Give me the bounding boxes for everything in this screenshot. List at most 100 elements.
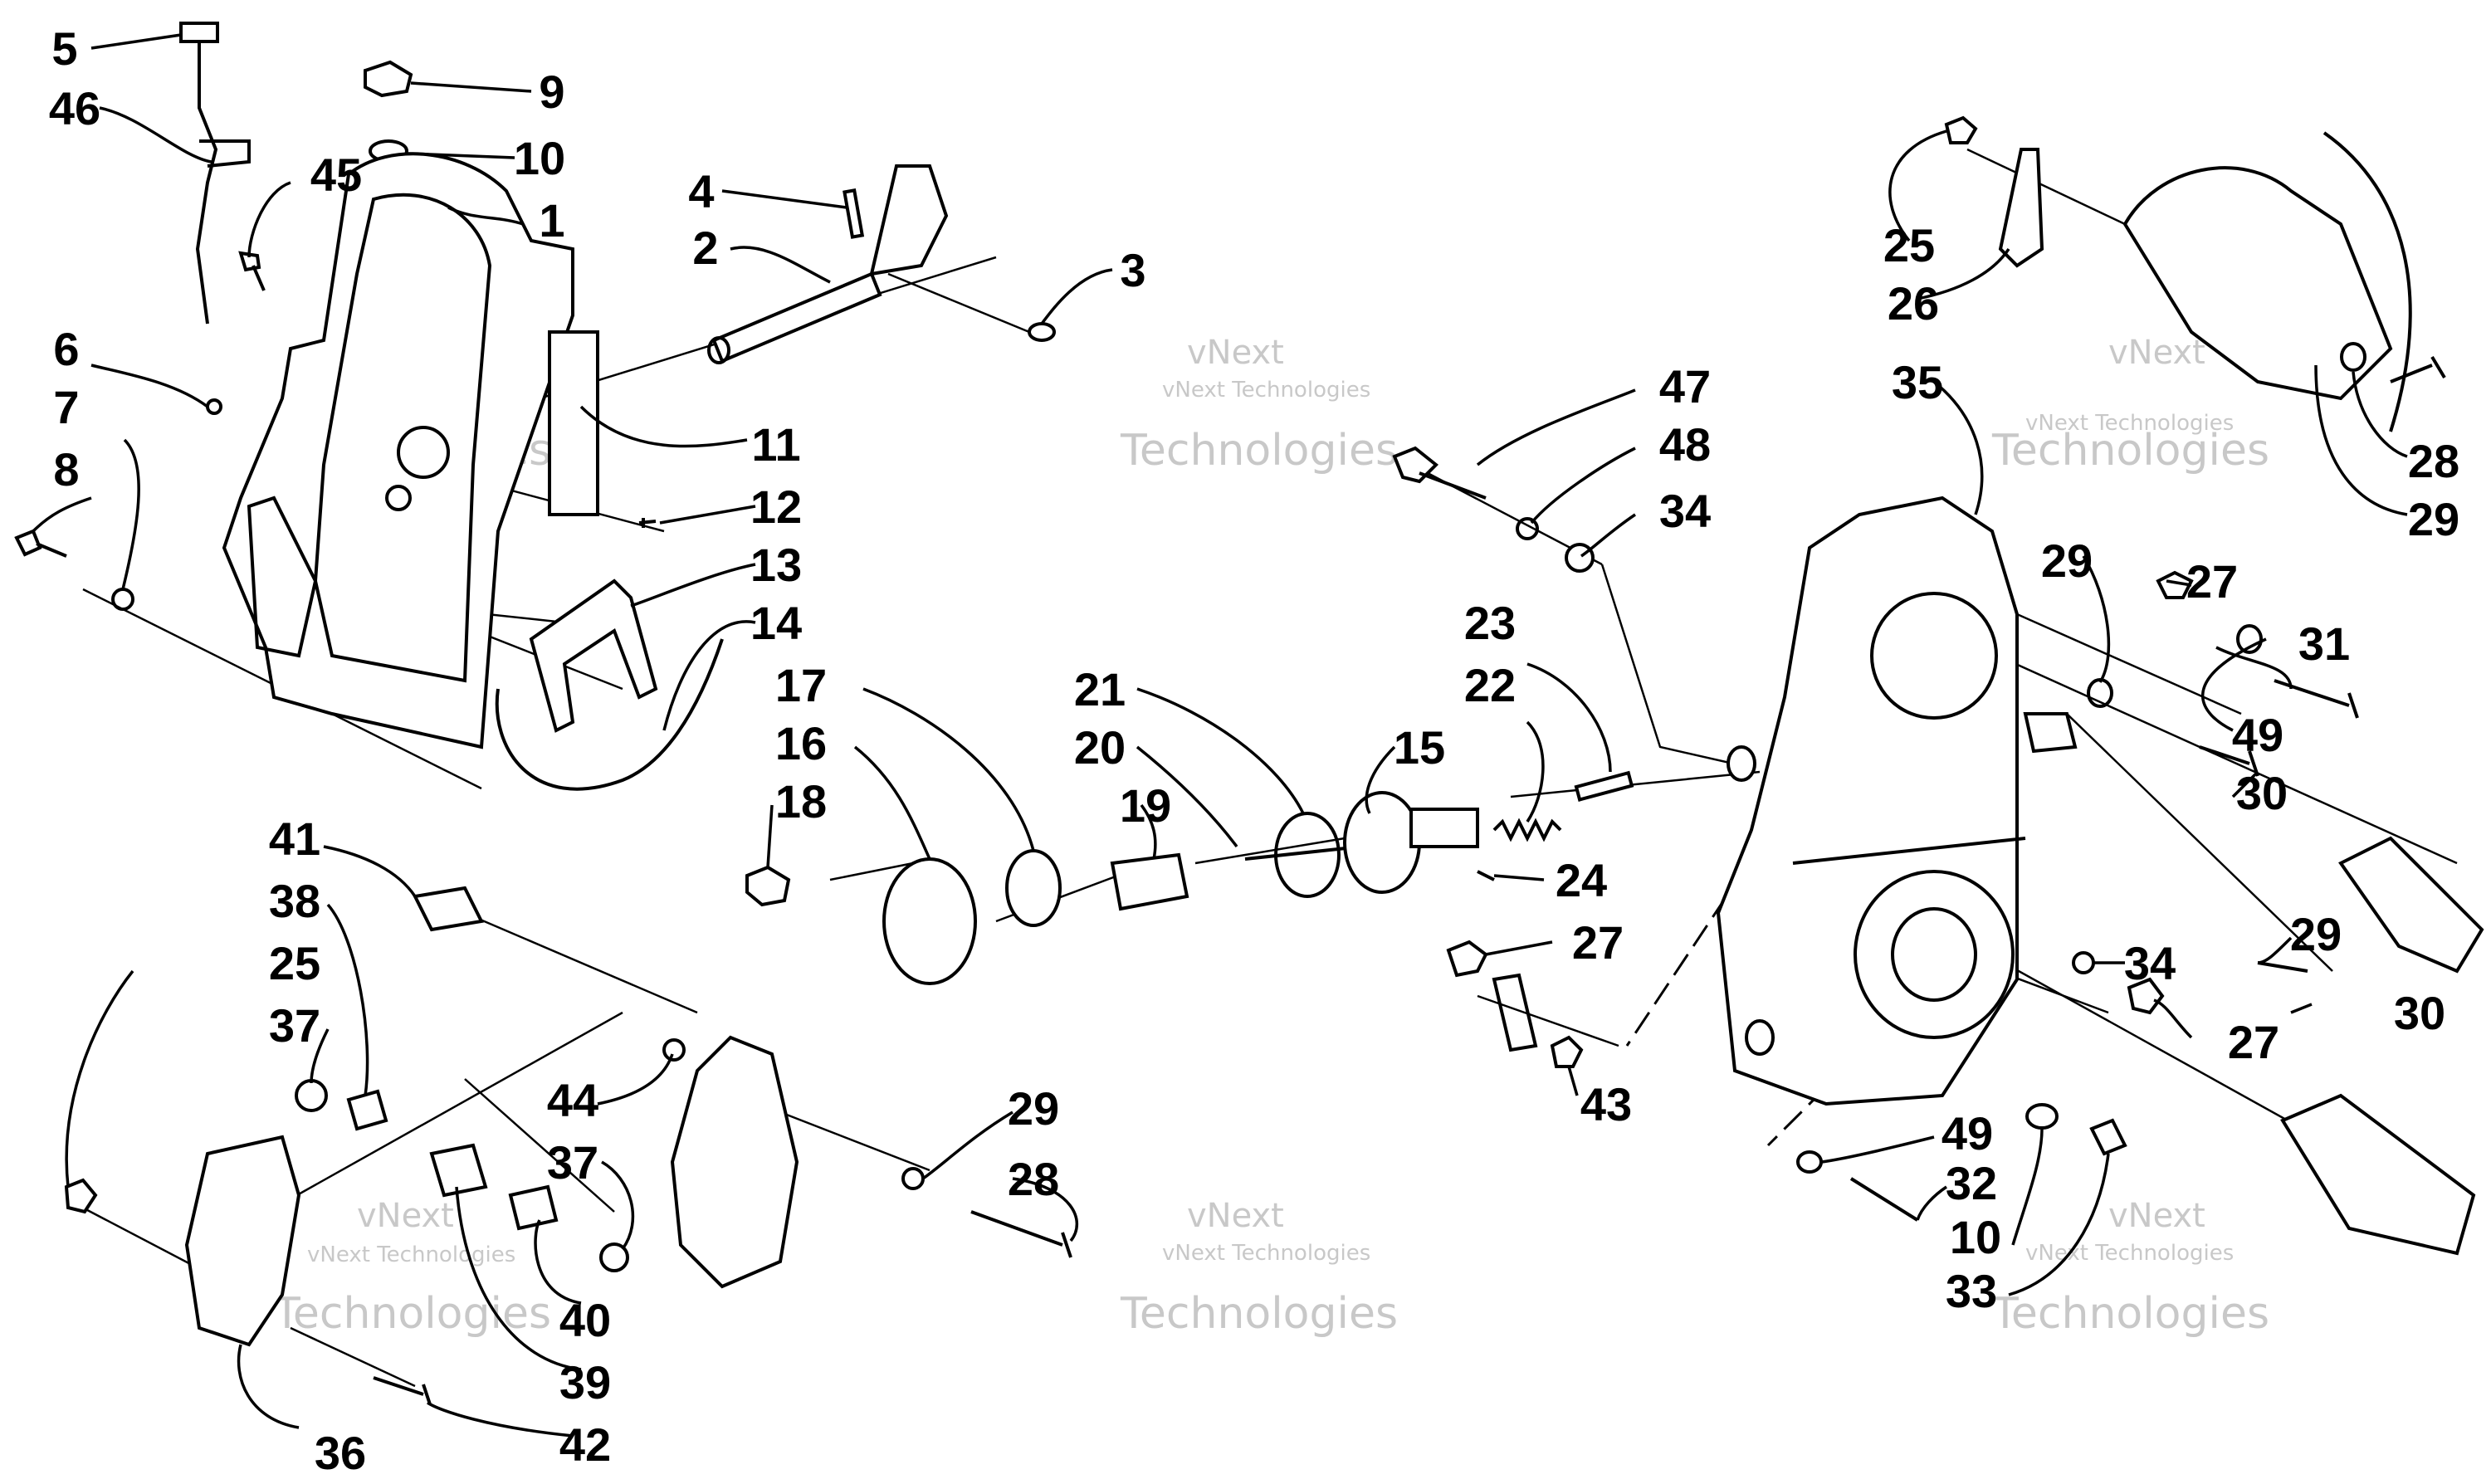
nut	[64, 1178, 98, 1214]
callout-label: 45	[310, 149, 362, 201]
callout-label: 38	[269, 875, 320, 927]
callout-label: 13	[750, 539, 802, 591]
callout-labels: 5 46 45 9 10 1 6 7 8 4 2 3 11 12 13 14 1…	[49, 22, 2459, 1479]
lock-washer	[1516, 517, 1539, 540]
callout-label: 11	[751, 418, 800, 471]
upper-shaft	[2338, 836, 2484, 974]
shoulder-bolt	[413, 886, 484, 932]
housing-boss	[1745, 1019, 1775, 1056]
callout-label: 30	[2236, 767, 2288, 819]
lower-bearing-inner	[1891, 907, 1977, 1002]
cover-inner-rim	[313, 193, 492, 683]
bolt	[373, 1376, 432, 1405]
callout-label: 42	[559, 1418, 611, 1471]
callout-label: 36	[315, 1427, 366, 1479]
retaining-ring	[1028, 322, 1056, 342]
callout-label: 34	[2124, 937, 2176, 989]
bolt	[970, 1210, 1072, 1258]
brake-disc-arc	[2322, 131, 2412, 432]
nut	[1446, 940, 1488, 978]
callout-label: 8	[53, 443, 79, 495]
chaincase-housing	[1716, 495, 2019, 1106]
idler-mount	[670, 1035, 799, 1289]
callout-label: 3	[1120, 244, 1145, 296]
cover-flange	[247, 495, 318, 658]
callout-label: 23	[1464, 597, 1516, 649]
callout-label: 12	[750, 481, 802, 533]
watermark-caption: vNext Technologies	[1162, 1241, 1370, 1266]
screw	[238, 251, 266, 291]
shift-lever	[869, 164, 949, 276]
callout-label: 49	[1942, 1107, 1993, 1159]
watermark-caption: vNext Technologies	[307, 1242, 515, 1267]
washer	[1796, 1150, 1823, 1174]
spring	[1492, 818, 1562, 842]
bracket	[1492, 973, 1538, 1052]
cover-boss	[385, 485, 412, 511]
callout-label: 28	[2408, 435, 2459, 487]
lower-bearing-bore	[1854, 870, 2015, 1039]
callout-label: 10	[514, 132, 565, 184]
watermark-brand: vNext	[1187, 334, 1284, 372]
shift-shaft	[711, 271, 882, 364]
plug	[364, 60, 413, 98]
callout-label: 46	[49, 82, 100, 134]
bolt-head	[1392, 446, 1438, 484]
watermark-caption: vNext Technologies	[2025, 1241, 2234, 1266]
callout-label: 39	[559, 1356, 611, 1408]
lock-washer	[111, 588, 134, 611]
callout-label: 29	[2290, 908, 2342, 960]
callout-label: 15	[1394, 721, 1445, 774]
tensioner-body	[1409, 808, 1479, 848]
part-drawings	[14, 22, 2484, 1405]
bolt	[14, 529, 67, 558]
callout-label: 25	[269, 937, 320, 989]
callout-label: 2	[692, 222, 718, 274]
dipstick-rod	[195, 41, 218, 325]
callout-label: 25	[1883, 219, 1935, 271]
callout-label: 28	[1008, 1153, 1059, 1205]
bolt-shank	[1419, 471, 1487, 500]
callout-label: 14	[750, 597, 802, 649]
callout-label: 33	[1946, 1265, 1997, 1317]
callout-label: 40	[559, 1294, 611, 1346]
callout-label: 7	[53, 381, 79, 433]
bushing	[1110, 852, 1189, 911]
callout-label: 16	[775, 717, 827, 769]
lower-shaft	[2280, 1093, 2476, 1256]
spacer	[2023, 712, 2078, 754]
watermark-brand: Technologies	[1120, 426, 1398, 476]
callout-label: 21	[1074, 663, 1126, 715]
nut	[1944, 115, 1978, 144]
callout-label: 31	[2298, 618, 2350, 670]
callout-label: 27	[2228, 1016, 2279, 1068]
roll-pin	[843, 188, 865, 239]
washer	[2072, 951, 2095, 974]
callout-label: 29	[2408, 493, 2459, 545]
dipstick-handle	[179, 22, 219, 43]
callout-label: 1	[539, 194, 564, 247]
o-ring	[1274, 812, 1341, 898]
nut	[2156, 570, 2194, 599]
bolt	[745, 865, 791, 907]
callout-label: 34	[1659, 485, 1711, 537]
clip	[1998, 148, 2044, 268]
callout-label: 37	[547, 1136, 598, 1189]
watermark-brand: vNext	[2108, 1197, 2205, 1235]
callout-label: 26	[1888, 277, 1939, 330]
callout-label: 10	[1950, 1211, 2001, 1263]
callout-label: 19	[1120, 779, 1171, 832]
watermark-brand: vNext	[357, 1197, 454, 1235]
washer	[901, 1167, 925, 1190]
watermark-brand: vNext	[1187, 1197, 1284, 1235]
tensioner-housing	[1343, 791, 1421, 894]
housing-seam	[1792, 837, 2026, 865]
pin	[1574, 770, 1634, 802]
callout-label: 29	[2041, 535, 2093, 587]
callout-label: 48	[1659, 418, 1711, 471]
screw	[638, 518, 657, 528]
bolt	[2274, 679, 2359, 719]
callout-label: 6	[53, 323, 79, 375]
brake-pad	[1005, 849, 1062, 927]
